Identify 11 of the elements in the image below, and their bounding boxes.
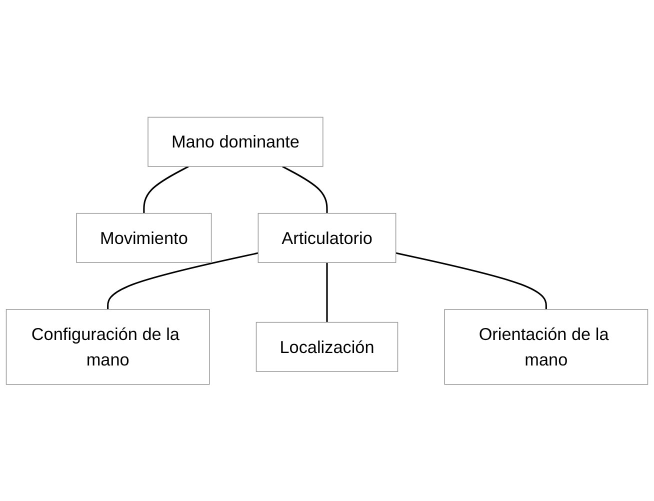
connector <box>107 252 258 310</box>
node-box: Localización <box>256 322 398 372</box>
connector <box>282 165 328 213</box>
node-box: Mano dominante <box>148 116 324 167</box>
connector <box>396 252 547 310</box>
node-box: Movimiento <box>76 212 212 263</box>
connector <box>326 262 328 322</box>
node-box: Orientación de la mano <box>444 308 648 384</box>
node-box: Configuración de la mano <box>6 308 210 384</box>
connector <box>143 165 189 213</box>
node-box: Articulatorio <box>258 212 396 263</box>
